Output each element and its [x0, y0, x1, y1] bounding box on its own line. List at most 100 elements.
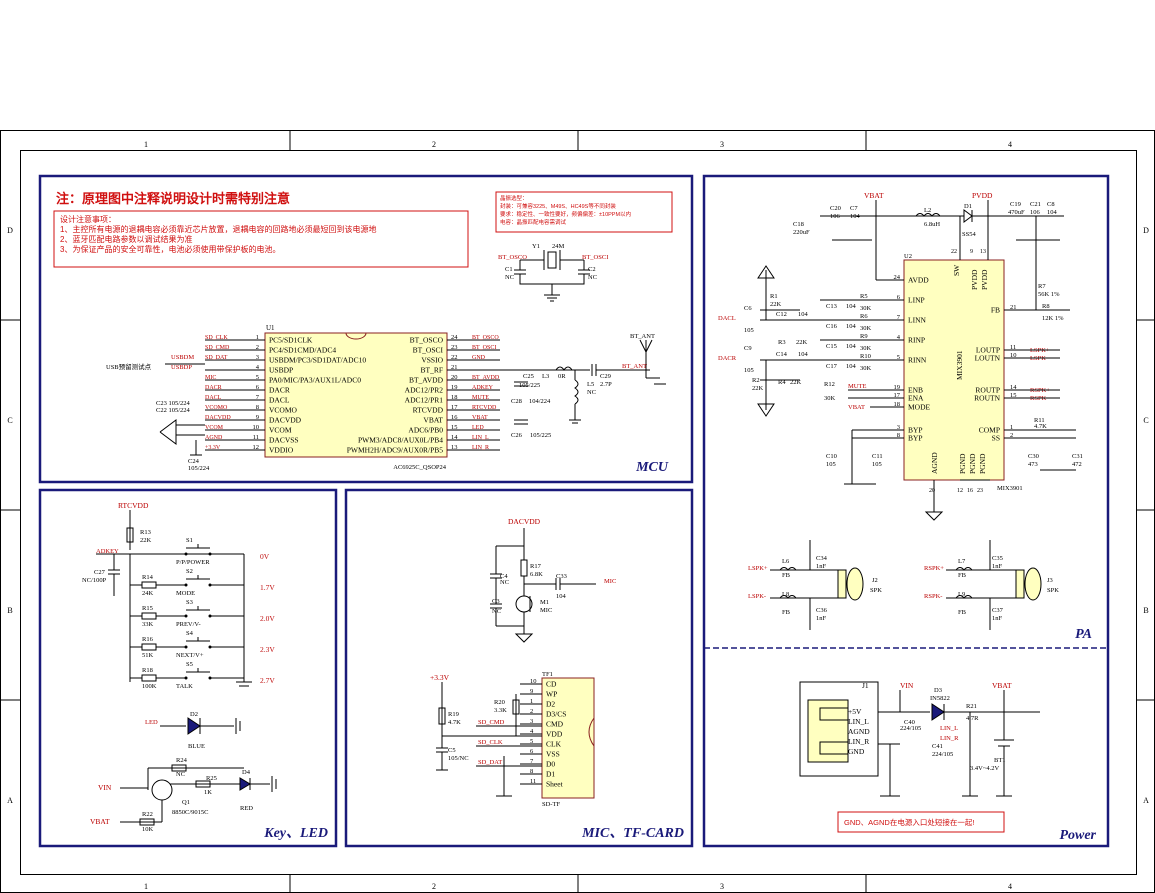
pin-name: BT_RF: [420, 366, 443, 375]
svg-text:104: 104: [846, 303, 857, 310]
svg-text:C34: C34: [816, 555, 828, 562]
svg-text:RSPK-: RSPK-: [924, 593, 942, 600]
svg-text:224/105: 224/105: [900, 725, 921, 732]
svg-text:D2: D2: [190, 711, 198, 718]
svg-text:MIC: MIC: [604, 578, 616, 585]
svg-text:D1: D1: [964, 203, 972, 210]
usbdp-net: USBDP: [171, 364, 192, 371]
svg-text:224/105: 224/105: [932, 751, 953, 758]
switch-name: MODE: [176, 590, 195, 597]
pin-name: VSS: [546, 750, 560, 759]
pin-number: 24: [451, 334, 458, 341]
svg-text:LIN_L: LIN_L: [940, 725, 958, 732]
svg-text:C26: C26: [511, 432, 523, 439]
pin-number: 10: [530, 678, 537, 685]
svg-text:VIN: VIN: [98, 783, 112, 792]
rf-section: [500, 339, 666, 425]
pin-name: PWM3/ADC8/AUX0L/PB4: [358, 436, 443, 445]
power-connector: [799, 681, 1040, 797]
svg-text:ADKEY: ADKEY: [96, 548, 119, 555]
row-label: B: [7, 606, 12, 615]
pin-name: BYP: [908, 434, 923, 443]
resistor-ref: R16: [142, 636, 154, 643]
key-rows: S1P/P/POWER0VR1424KS2MODE1.7VR1533KS3PRE…: [130, 537, 275, 690]
pin-number: 5: [530, 738, 533, 745]
net-label: BT_OSCI: [472, 345, 496, 351]
svg-text:R5: R5: [860, 293, 868, 300]
svg-text:FB: FB: [782, 572, 791, 579]
pin-number: 6: [256, 384, 260, 391]
net-label: VCOM: [205, 425, 224, 431]
svg-text:C36: C36: [816, 607, 828, 614]
pin-number: 9: [530, 688, 533, 695]
svg-text:C27: C27: [94, 569, 106, 576]
svg-text:J2: J2: [872, 577, 878, 584]
notes-title: 注：原理图中注释说明设计时需特别注意: [56, 191, 290, 206]
net-label: VCOMO: [205, 405, 228, 411]
svg-text:4.7R: 4.7R: [966, 715, 979, 722]
frame-labels: 1 2 3 4 1 2 3 4 D C B A D C B A: [7, 140, 1149, 891]
svg-text:DACR: DACR: [718, 355, 737, 362]
svg-text:12K 1%: 12K 1%: [1042, 315, 1064, 322]
svg-text:R25: R25: [206, 775, 217, 782]
svg-text:LIN_R: LIN_R: [940, 735, 959, 742]
pin-name: VDD: [546, 730, 563, 739]
pin-number: 3: [897, 424, 900, 431]
svg-text:0R: 0R: [558, 373, 566, 380]
svg-text:4.7K: 4.7K: [1034, 423, 1047, 430]
svg-text:104: 104: [846, 343, 857, 350]
svg-text:C3: C3: [492, 598, 500, 605]
svg-text:22K: 22K: [790, 379, 802, 386]
svg-text:2.7P: 2.7P: [600, 381, 612, 388]
col-label: 1: [144, 882, 148, 891]
svg-text:DACL: DACL: [718, 315, 736, 322]
notes-line: 2、蓝牙匹配电路参数以调试结果为准: [60, 234, 192, 244]
switch-ref: S3: [186, 599, 193, 606]
pin-number: 11: [530, 778, 536, 785]
power-warning-box: [837, 811, 1005, 833]
pin-name: CD: [546, 680, 557, 689]
svg-text:D3: D3: [934, 687, 942, 694]
pin-number: 5: [256, 374, 259, 381]
pin-number: 7: [530, 758, 534, 765]
svg-text:R24: R24: [176, 757, 188, 764]
net-label: MIC: [205, 375, 216, 381]
pin-name: FB: [991, 306, 1000, 315]
pin-name: BT_AVDD: [409, 376, 444, 385]
pin-number: 19: [451, 384, 458, 391]
svg-text:NC: NC: [500, 579, 509, 586]
svg-text:C14: C14: [776, 351, 788, 358]
pin-number: 1: [530, 698, 533, 705]
svg-text:FB: FB: [958, 609, 967, 616]
net-label: BT_AVDD: [472, 375, 500, 381]
svg-text:C21: C21: [1030, 201, 1041, 208]
pin-number: 21: [451, 364, 458, 371]
net-label: LIN_R: [472, 445, 489, 451]
pin-name: LINP: [908, 296, 925, 305]
svg-text:105/NC: 105/NC: [448, 755, 469, 762]
svg-text:晶振选型：: 晶振选型：: [500, 194, 528, 202]
svg-text:104: 104: [846, 323, 857, 330]
crystal-labels: Y1 24M BT_OSCO BT_OSCI C1 NC C2 NC: [498, 243, 608, 281]
usb-note: USB预留测试点: [106, 362, 152, 371]
svg-text:NC: NC: [588, 274, 597, 281]
speaker-right: [946, 540, 1042, 630]
svg-text:AGND: AGND: [930, 452, 939, 474]
svg-text:104: 104: [850, 213, 861, 220]
svg-text:C11: C11: [872, 453, 883, 460]
pin-name: VCOM: [269, 426, 292, 435]
svg-text:R20: R20: [494, 699, 505, 706]
svg-text:10K: 10K: [142, 826, 154, 833]
col-label: 3: [720, 140, 724, 149]
pin-number: 6: [530, 748, 534, 755]
mcu-wires: [159, 363, 205, 456]
pin-number: 4: [256, 364, 260, 371]
svg-text:C15: C15: [826, 343, 837, 350]
svg-text:105: 105: [872, 461, 882, 468]
